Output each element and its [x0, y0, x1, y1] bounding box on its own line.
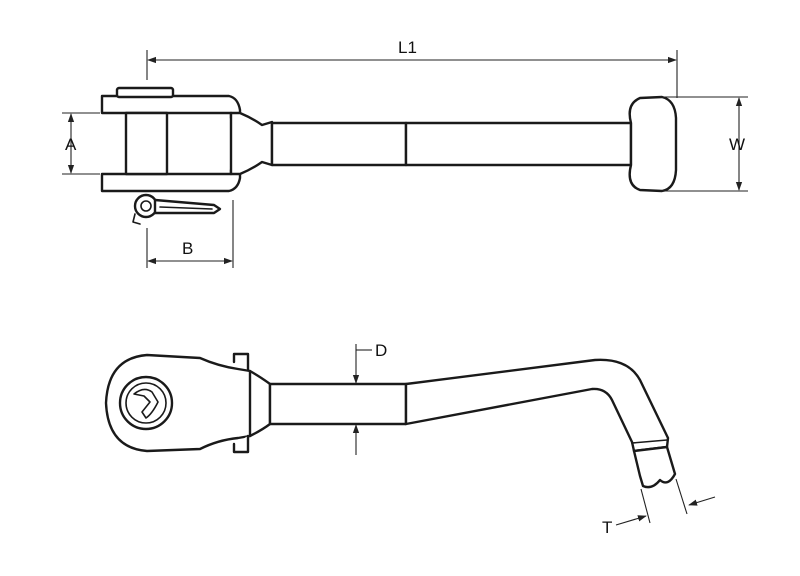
pin-disc	[118, 375, 174, 431]
dimension-D: D	[352, 341, 387, 455]
dimension-A: A	[62, 112, 100, 175]
dimension-B: B	[146, 200, 234, 268]
side-rod-straight	[268, 382, 408, 426]
side-view	[104, 352, 677, 489]
neck-taper	[248, 369, 272, 438]
label-D: D	[375, 341, 387, 360]
dimension-T: T	[602, 478, 716, 537]
label-B: B	[182, 239, 193, 258]
split-pin-ring	[133, 193, 159, 219]
split-pin-legs	[153, 198, 222, 215]
rod-section-2	[404, 121, 633, 167]
label-T: T	[602, 518, 612, 537]
label-L1: L1	[398, 38, 417, 57]
pin-head	[115, 86, 175, 99]
clevis-top-plate	[100, 94, 242, 120]
label-W: W	[729, 135, 745, 154]
collar-flange-top	[232, 352, 250, 372]
clevis-pin	[124, 111, 169, 176]
rod-section-1	[270, 121, 408, 167]
top-view	[100, 86, 678, 225]
end-knob	[628, 95, 678, 193]
pin-mark	[133, 388, 159, 419]
rod-tip	[632, 445, 677, 489]
collar-flange-bottom	[232, 434, 250, 454]
label-A: A	[65, 135, 77, 154]
clevis-bottom-plate	[100, 168, 242, 193]
side-rod-bent	[404, 358, 670, 453]
dimension-L1: L1	[146, 38, 678, 98]
clevis-body	[229, 111, 274, 176]
dimension-W: W	[660, 96, 748, 192]
